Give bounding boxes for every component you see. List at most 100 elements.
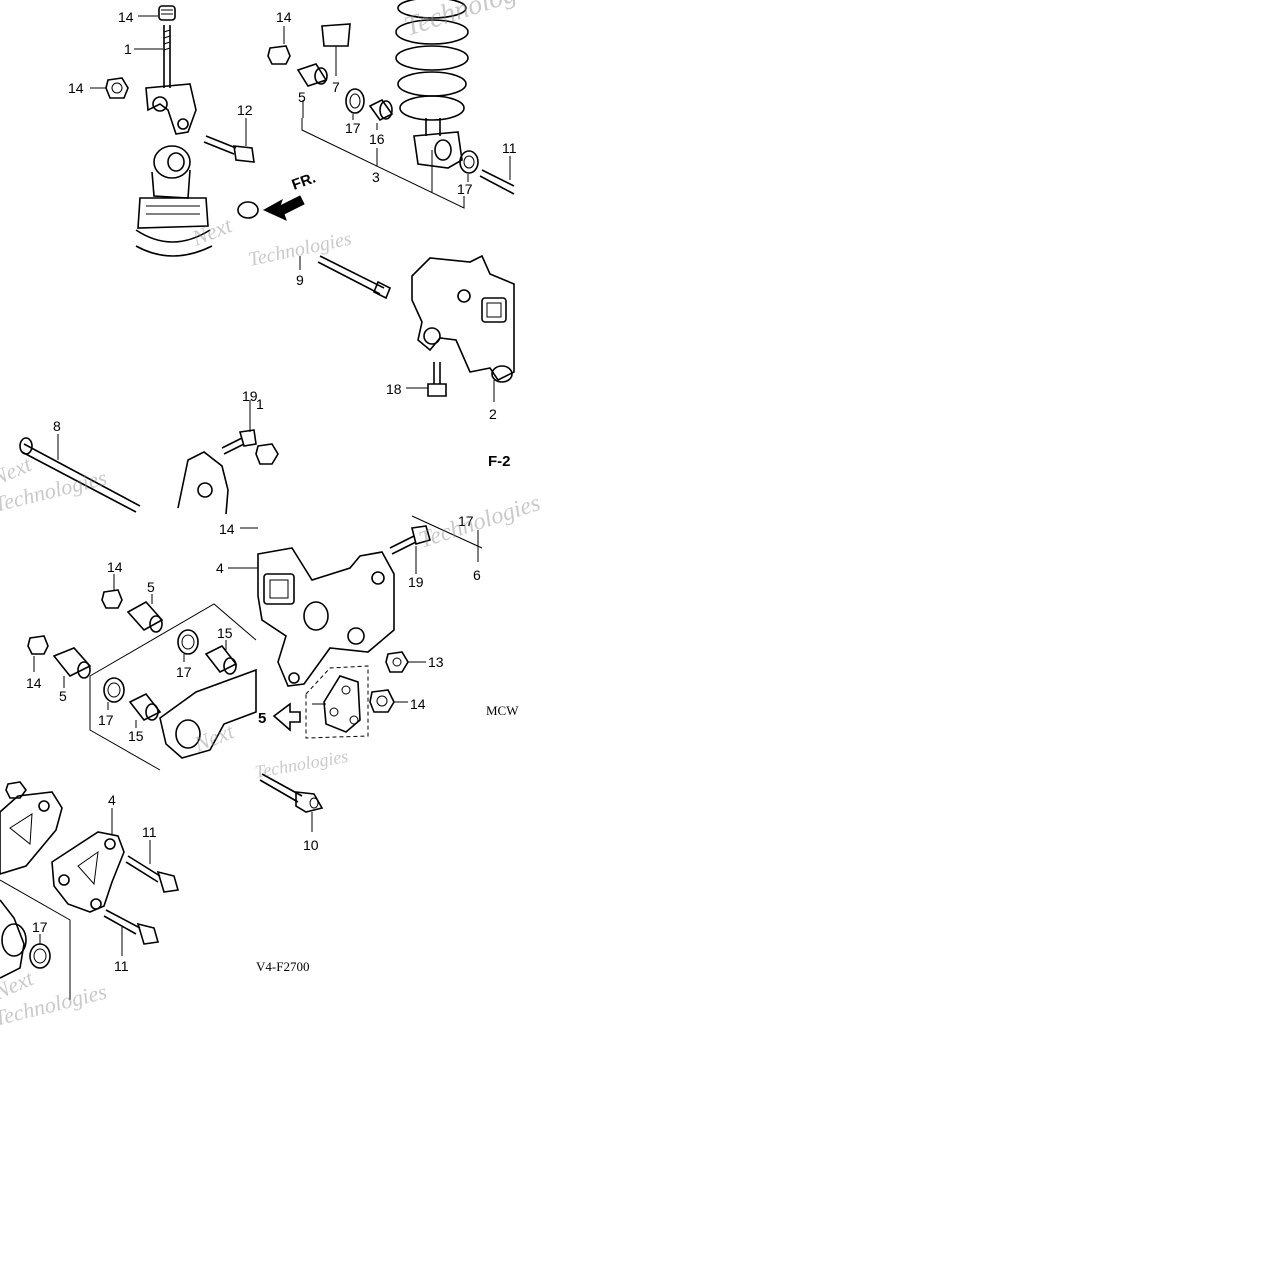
tile-shock-mount: FR. 14 1 14 12 xyxy=(68,5,319,257)
detail-box xyxy=(305,665,369,739)
callout-19: 19 xyxy=(408,574,424,590)
tile-shaft: 8 19 1 xyxy=(19,388,279,515)
diagram-code-a: MCW xyxy=(486,703,519,718)
label-part-7 xyxy=(321,23,351,47)
callout-14: 14 xyxy=(118,9,134,25)
bearing-part-17-c xyxy=(177,629,199,655)
tile-spring-bushings: 14 7 5 17 16 3 17 11 xyxy=(267,0,517,209)
nut-part-14-top xyxy=(158,5,176,21)
nut-part-14-c xyxy=(101,589,123,609)
diagram-code-b: V4-F2700 xyxy=(256,959,309,974)
swing-arm-mount-part-4 xyxy=(257,547,395,687)
callout-16: 16 xyxy=(369,131,385,147)
coil-spring xyxy=(395,0,469,169)
nut-part-14-d xyxy=(27,635,49,655)
callout-1: 1 xyxy=(124,41,132,57)
view-direction-arrow-icon xyxy=(272,702,301,732)
bolt-part-11-c xyxy=(103,909,160,945)
bearing-part-17 xyxy=(345,88,365,114)
callout-1: 1 xyxy=(256,396,264,412)
tile-bolt-10: 10 V4-F2700 xyxy=(256,773,324,974)
callout-19: 19 xyxy=(242,388,258,404)
bolt-part-12 xyxy=(203,135,255,163)
callout-14: 14 xyxy=(107,559,123,575)
callout-2: 2 xyxy=(489,406,497,422)
callout-5: 5 xyxy=(298,89,306,105)
callout-5: 5 xyxy=(147,579,155,595)
watermark-text: Next xyxy=(188,212,236,251)
tile-link-bushings: 14 5 15 17 14 5 17 15 xyxy=(26,559,257,771)
callout-6: 6 xyxy=(473,567,481,583)
callout-14: 14 xyxy=(68,80,84,96)
callout-4: 4 xyxy=(216,560,224,576)
callout-17: 17 xyxy=(457,181,473,197)
callout-11: 11 xyxy=(502,140,517,156)
nut-part-13 xyxy=(385,651,409,673)
bolt-part-19 xyxy=(221,429,257,455)
bolt-part-10 xyxy=(259,773,324,813)
eye-bolt-part-1 xyxy=(145,25,197,135)
callout-11: 11 xyxy=(142,824,157,840)
view-reference: 5 xyxy=(258,710,266,727)
watermark-text: Technologies xyxy=(401,0,550,43)
bolt-part-11 xyxy=(479,169,515,195)
collar-part-5-b xyxy=(126,600,164,633)
bracket-part xyxy=(177,451,229,515)
shaft-part-8 xyxy=(19,437,141,513)
nut-part xyxy=(5,781,27,799)
callout-8: 8 xyxy=(53,418,61,434)
callout-17: 17 xyxy=(98,712,114,728)
callout-10: 10 xyxy=(303,837,319,853)
collar-part-5-c xyxy=(52,647,92,679)
front-direction-arrow-icon xyxy=(262,195,305,221)
bearing-part-17-right xyxy=(459,150,479,174)
callout-18: 18 xyxy=(386,381,402,397)
callout-14: 14 xyxy=(410,696,426,712)
bolt-part-18 xyxy=(427,362,447,397)
callout-11: 11 xyxy=(114,958,129,974)
swing-arm-end xyxy=(0,899,27,979)
collar-part xyxy=(237,201,259,219)
nut-part-14-left xyxy=(105,77,129,99)
callout-7: 7 xyxy=(332,79,340,95)
tile-frame-mount: 9 18 2 F-2 xyxy=(296,254,515,470)
bearing-part-17-d xyxy=(103,677,125,703)
link-arm xyxy=(159,668,257,759)
callout-17: 17 xyxy=(345,120,361,136)
callout-14: 14 xyxy=(219,521,235,537)
nut-part-14-b xyxy=(369,689,395,713)
watermark-text: Technologies xyxy=(416,490,544,554)
plate-part-4 xyxy=(51,831,125,913)
callout-15: 15 xyxy=(128,728,144,744)
callout-13: 13 xyxy=(428,654,444,670)
tile-swing-arm-mount: 14 17 6 19 4 13 14 5 MCW xyxy=(216,513,519,739)
nut-part-13 xyxy=(255,443,279,465)
rear-shock-top xyxy=(135,145,213,257)
bushing-part-16 xyxy=(368,98,394,122)
callout-4: 4 xyxy=(108,792,116,808)
callout-9: 9 xyxy=(296,272,304,288)
callout-14: 14 xyxy=(276,9,292,25)
frame-bracket-part-2 xyxy=(411,254,515,383)
callout-17: 17 xyxy=(32,919,48,935)
bushing-part-15 xyxy=(204,644,238,675)
bolt-part-9 xyxy=(317,255,392,300)
callout-17: 17 xyxy=(176,664,192,680)
callout-12: 12 xyxy=(237,102,253,118)
watermark-group: Technologies Next Technologies Next Tech… xyxy=(0,0,550,1031)
nut-part-14 xyxy=(267,45,291,65)
callout-17: 17 xyxy=(458,513,474,529)
bolt-part-11-b xyxy=(125,855,180,893)
watermark-text: Technologies xyxy=(253,746,349,782)
collar-part-5 xyxy=(296,63,328,87)
plate-part-left xyxy=(0,791,63,875)
front-direction-label: FR. xyxy=(290,170,319,194)
bushing-part-15-b xyxy=(128,692,162,722)
callout-3: 3 xyxy=(372,169,380,185)
callout-5: 5 xyxy=(59,688,67,704)
bolt-part-19-b xyxy=(389,525,431,555)
callout-15: 15 xyxy=(217,625,233,641)
bearing-part-17-f xyxy=(29,943,51,969)
callout-14: 14 xyxy=(26,675,42,691)
